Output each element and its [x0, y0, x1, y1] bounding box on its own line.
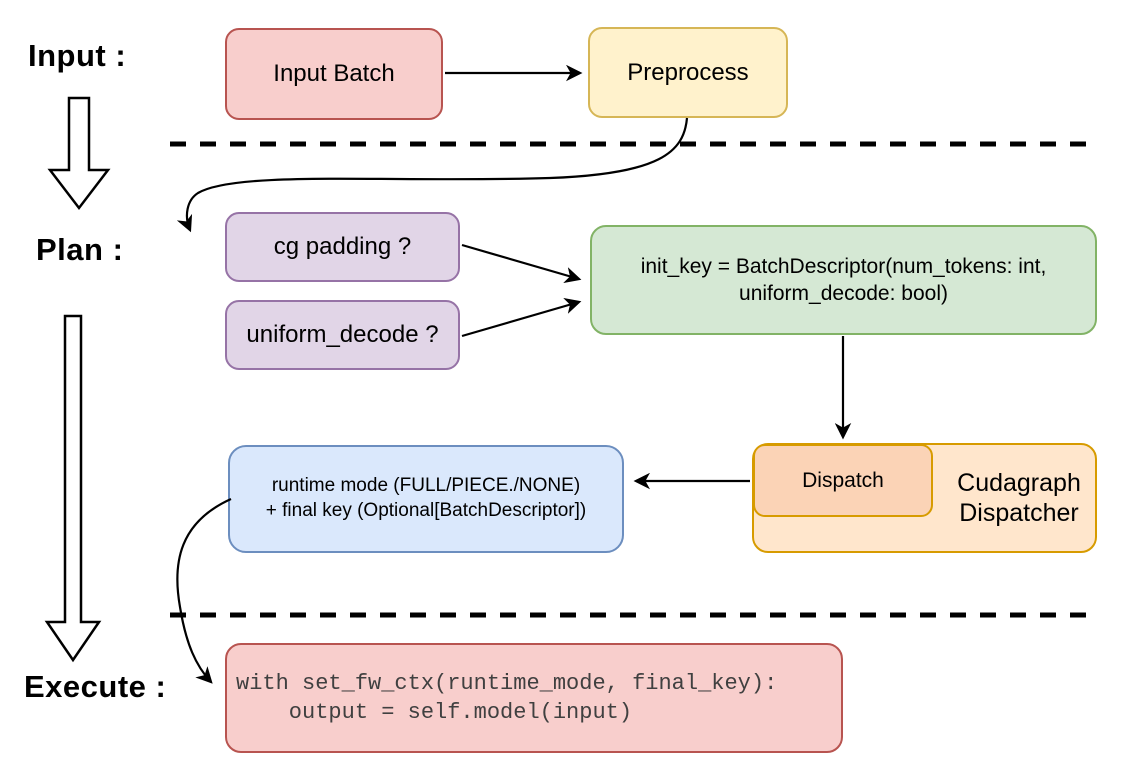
- arrow-uniform-decode-to-init-key: [461, 297, 582, 338]
- stage-label-execute: Execute :: [24, 669, 167, 704]
- node-runtime-line2: + final key (Optional[BatchDescriptor]): [265, 500, 587, 521]
- node-cg-padding: cg padding ?: [225, 212, 460, 282]
- hollow-down-arrow-input: [47, 96, 111, 211]
- node-dispatch: Dispatch: [753, 444, 933, 517]
- node-cudagraph-dispatcher-label: Cudagraph Dispatcher: [941, 443, 1097, 553]
- execute-code-line2: output = self.model(input): [236, 700, 633, 725]
- stage-label-input: Input :: [28, 38, 127, 73]
- node-init-key: init_key = BatchDescriptor(num_tokens: i…: [590, 225, 1097, 335]
- cudagraph-label-line2: Dispatcher: [959, 499, 1079, 527]
- arrow-runtime-mode-to-execute: [176, 497, 232, 684]
- stage-label-plan: Plan :: [36, 232, 124, 267]
- node-dispatch-label: Dispatch: [802, 468, 884, 492]
- node-runtime-mode-final-key: runtime mode (FULL/PIECE./NONE) + final …: [228, 445, 624, 553]
- hollow-down-arrow-plan: [44, 314, 102, 663]
- arrow-cg-padding-to-init-key: [461, 243, 582, 284]
- node-input-batch-label: Input Batch: [273, 60, 395, 88]
- node-init-key-line1: init_key = BatchDescriptor(num_tokens: i…: [640, 254, 1047, 278]
- execute-code-line1: with set_fw_ctx(runtime_mode, final_key)…: [236, 670, 778, 696]
- node-uniform-decode-label: uniform_decode ?: [246, 321, 439, 349]
- node-execute-code: with set_fw_ctx(runtime_mode, final_key)…: [225, 643, 843, 753]
- node-preprocess: Preprocess: [588, 27, 788, 118]
- node-runtime-line1: runtime mode (FULL/PIECE./NONE): [271, 475, 581, 497]
- node-init-key-line2: uniform_decode: bool): [739, 282, 948, 305]
- node-input-batch: Input Batch: [225, 28, 443, 120]
- node-uniform-decode: uniform_decode ?: [225, 300, 460, 370]
- node-cg-padding-label: cg padding ?: [273, 233, 412, 261]
- node-preprocess-label: Preprocess: [627, 58, 749, 86]
- cudagraph-label-line1: Cudagraph: [957, 469, 1081, 497]
